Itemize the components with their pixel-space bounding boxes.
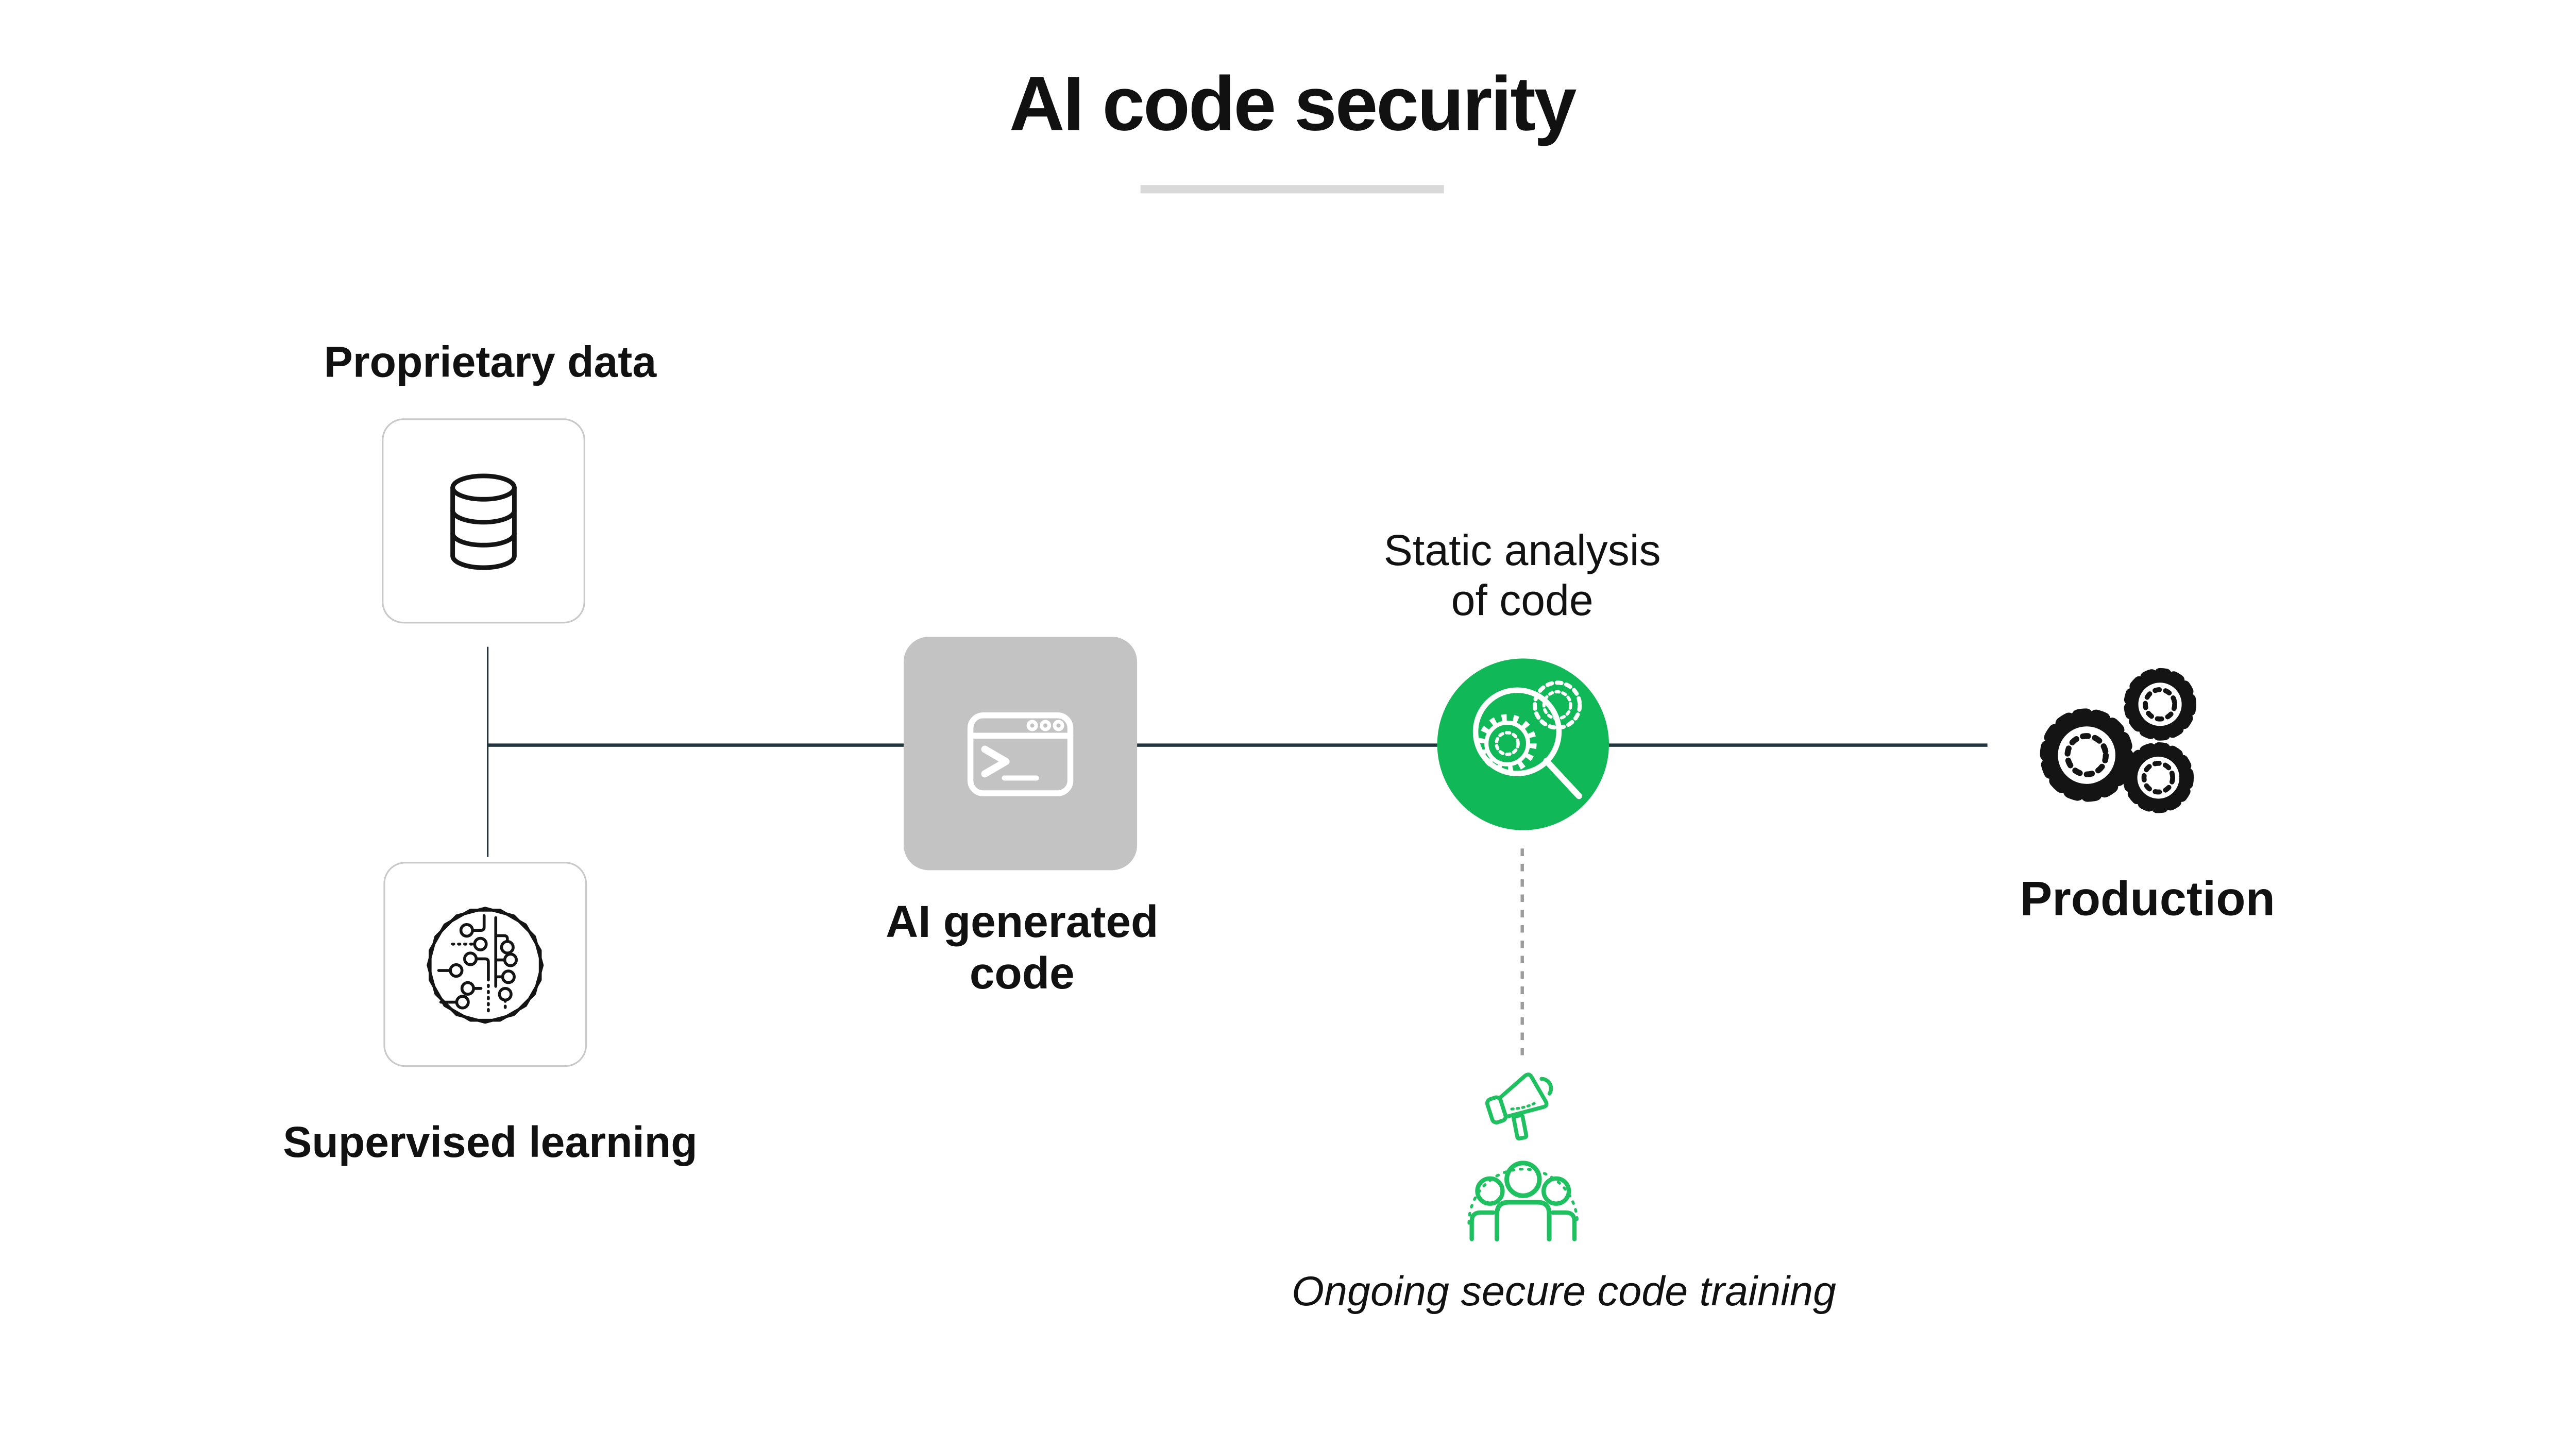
- people-icon: [1462, 1149, 1584, 1242]
- terminal-icon: [967, 711, 1074, 796]
- page-title: AI code security: [1009, 60, 1577, 147]
- ai-generated-code-line2: code: [969, 948, 1075, 998]
- connector-line-analysis-to-production: [1608, 744, 1988, 747]
- production-label: Production: [2020, 873, 2275, 927]
- proprietary-data-label: Proprietary data: [324, 336, 657, 387]
- ongoing-training-label: Ongoing secure code training: [1292, 1268, 1837, 1316]
- title-underline-bar: [1140, 185, 1444, 193]
- static-analysis-node: [1437, 657, 1609, 830]
- database-icon: [442, 469, 526, 573]
- connector-line-ai-to-analysis: [1137, 744, 1437, 747]
- proprietary-data-node: [382, 418, 585, 624]
- dotted-connector-line: [1520, 848, 1524, 1055]
- magnifier-gears-icon: [1439, 660, 1606, 827]
- ai-generated-code-node: [904, 637, 1138, 871]
- supervised-learning-node: [383, 862, 587, 1067]
- ai-generated-code-line1: AI generated: [886, 897, 1159, 947]
- static-analysis-line2: of code: [1451, 575, 1594, 625]
- connector-line-sources-to-ai: [486, 744, 904, 747]
- connector-vertical-line: [486, 646, 489, 857]
- gears-icon: [2040, 665, 2200, 813]
- circuit-brain-icon: [422, 901, 549, 1028]
- supervised-learning-label: Supervised learning: [283, 1117, 698, 1167]
- megaphone-icon: [1481, 1055, 1567, 1149]
- static-analysis-line1: Static analysis: [1383, 525, 1661, 575]
